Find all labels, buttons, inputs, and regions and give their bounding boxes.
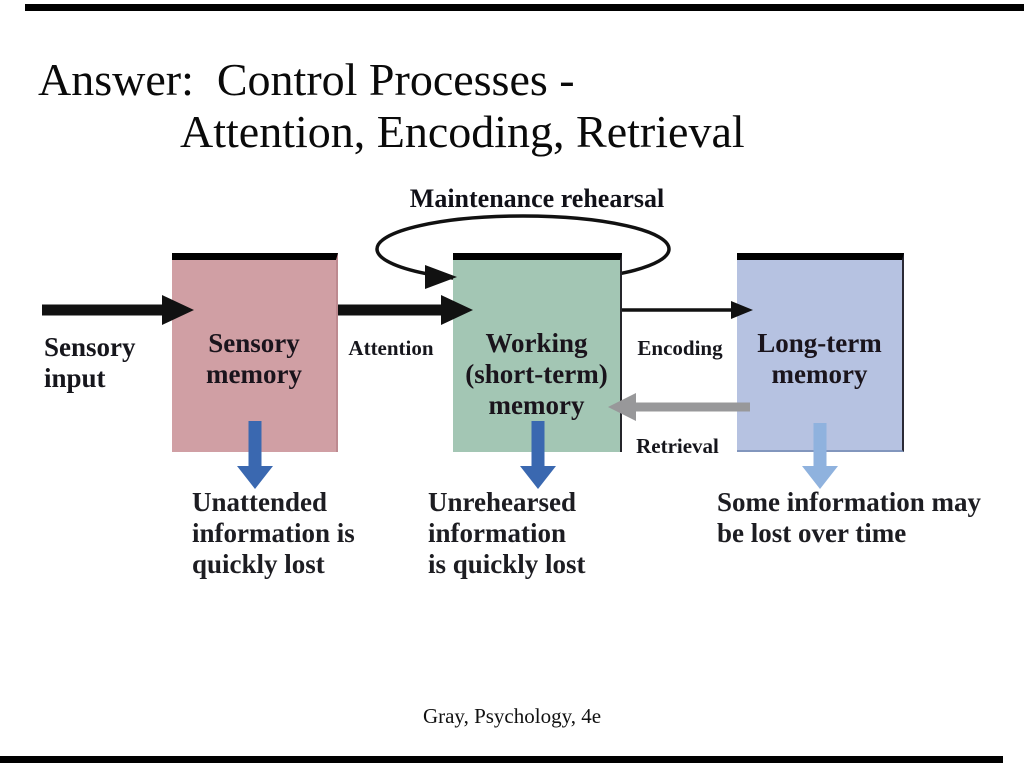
working-memory-label: Working (short-term) memory [465, 328, 608, 420]
working-memory-box: Working (short-term) memory [453, 253, 622, 452]
slide-bottom-border [0, 756, 1003, 763]
retrieval-label: Retrieval [636, 434, 719, 458]
sensory-memory-label: Sensory memory [206, 328, 302, 389]
encoding-label: Encoding [637, 336, 723, 360]
maintenance-rehearsal-label: Maintenance rehearsal [409, 184, 665, 213]
sensory-loss-caption: Unattended information is quickly lost [192, 487, 355, 579]
long-term-memory-label: Long-term memory [757, 328, 882, 389]
slide-top-border [25, 4, 1024, 11]
title-line-1: Answer: Control Processes - [38, 54, 575, 105]
sensory-memory-box: Sensory memory [172, 253, 338, 452]
attention-label: Attention [348, 336, 434, 360]
encoding-arrow [622, 301, 753, 319]
source-citation: Gray, Psychology, 4e [422, 704, 602, 728]
sensory-input-label: Sensory input [44, 332, 136, 393]
retrieval-arrow [608, 393, 750, 421]
long-term-memory-box: Long-term memory [737, 253, 904, 452]
slide-title: Answer: Control Processes - Attention, E… [38, 54, 745, 158]
longterm-loss-caption: Some information may be lost over time [717, 487, 981, 548]
title-line-2: Attention, Encoding, Retrieval [180, 106, 745, 157]
working-loss-caption: Unrehearsed information is quickly lost [428, 487, 586, 579]
